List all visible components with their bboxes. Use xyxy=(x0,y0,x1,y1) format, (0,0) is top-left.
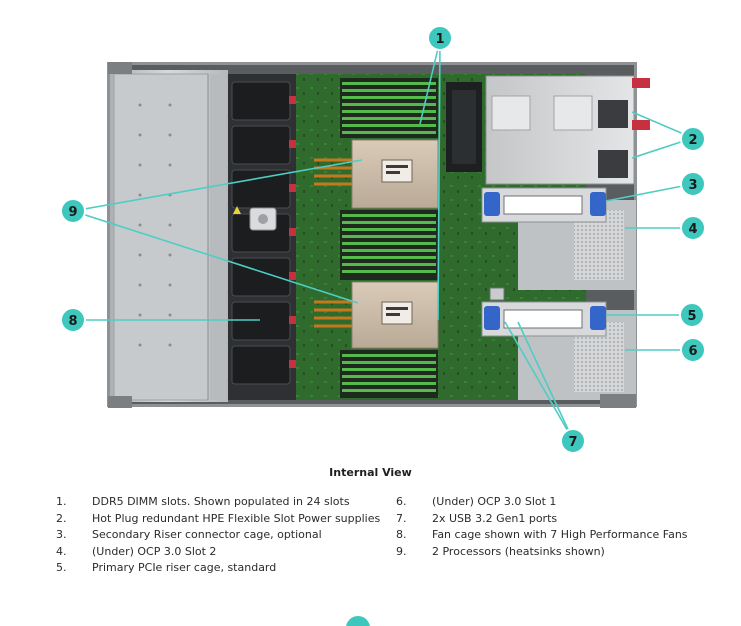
dimm-bank-lower xyxy=(340,350,438,398)
legend-text: (Under) OCP 3.0 Slot 2 xyxy=(92,544,217,558)
callout-9: 9 xyxy=(60,198,86,224)
legend-text: Primary PCIe riser cage, standard xyxy=(92,561,277,574)
callout-6-label: 6 xyxy=(688,344,697,359)
legend-item: 5. Primary PCIe riser cage, standard xyxy=(56,560,376,577)
legend-text: 2 Processors (heatsinks shown) xyxy=(432,544,605,558)
legend-number: 3. xyxy=(56,528,67,541)
front-drive-bay xyxy=(108,62,228,408)
legend-item: 6. (Under) OCP 3.0 Slot 1 xyxy=(396,494,716,511)
callout-7-label: 7 xyxy=(568,435,577,450)
legend-number: 6. xyxy=(396,495,407,508)
system-board-block xyxy=(446,82,482,172)
usb-port-block xyxy=(489,287,505,301)
legend-number: 9. xyxy=(396,544,407,558)
processor-heatsink-2 xyxy=(314,281,439,349)
legend-number: 5. xyxy=(56,561,67,574)
legend-item: 8. Fan cage shown with 7 High Performanc… xyxy=(396,527,716,544)
secondary-riser-cage xyxy=(481,187,607,223)
callout-5: 5 xyxy=(679,302,705,328)
callout-4-label: 4 xyxy=(688,222,697,237)
dimm-bank-upper xyxy=(340,78,438,138)
callout-leader-lines xyxy=(72,39,694,441)
callout-5-label: 5 xyxy=(687,309,696,324)
legend-text: Secondary Riser connector cage, optional xyxy=(92,528,322,541)
next-callout-marker-icon xyxy=(346,616,370,626)
legend-number: 1. xyxy=(56,495,67,508)
server-internal-view-illustration: 1 2 3 4 5 6 7 8 xyxy=(60,25,706,454)
rear-bracket xyxy=(600,394,636,408)
callout-3: 3 xyxy=(680,171,706,197)
dimm-bank-middle xyxy=(340,210,438,280)
legend-text: DDR5 DIMM slots. Shown populated in 24 s… xyxy=(92,495,350,508)
legend-column-left: 1. DDR5 DIMM slots. Shown populated in 2… xyxy=(56,494,380,577)
fan-cage xyxy=(228,74,296,400)
callout-9-label: 9 xyxy=(68,205,77,220)
legend-item: 1. DDR5 DIMM slots. Shown populated in 2… xyxy=(56,494,376,511)
legend-number: 7. xyxy=(396,511,407,525)
figure-caption: Internal View xyxy=(329,466,412,479)
legend-column-right: 6. (Under) OCP 3.0 Slot 1 7. 2x USB 3.2 … xyxy=(396,494,716,560)
primary-riser-cage xyxy=(481,301,607,337)
legend-text: 2x USB 3.2 Gen1 ports xyxy=(432,511,558,525)
callout-2: 2 xyxy=(680,126,706,152)
legend-item: 2. Hot Plug redundant HPE Flexible Slot … xyxy=(56,511,380,528)
legend-text: Fan cage shown with 7 High Performance F… xyxy=(432,528,688,541)
legend-number: 4. xyxy=(56,544,67,558)
legend-number: 8. xyxy=(396,528,407,541)
callout-8-label: 8 xyxy=(68,314,77,329)
legend-item: 4. (Under) OCP 3.0 Slot 2 xyxy=(56,544,376,561)
callout-8: 8 xyxy=(60,307,86,333)
callout-3-label: 3 xyxy=(688,178,697,193)
callout-4: 4 xyxy=(680,215,706,241)
callout-7: 7 xyxy=(560,428,586,454)
legend-item: 3. Secondary Riser connector cage, optio… xyxy=(56,527,376,544)
callout-1: 1 xyxy=(427,25,453,51)
callout-2-label: 2 xyxy=(688,133,697,148)
legend-text: (Under) OCP 3.0 Slot 1 xyxy=(432,495,557,508)
legend-text: Hot Plug redundant HPE Flexible Slot Pow… xyxy=(92,511,381,525)
callout-6: 6 xyxy=(680,337,706,363)
legend-number: 2. xyxy=(56,511,67,525)
legend-item: 9. 2 Processors (heatsinks shown) xyxy=(396,544,716,561)
callout-1-label: 1 xyxy=(435,32,444,47)
processor-heatsink-1 xyxy=(314,139,439,209)
power-supply-bay xyxy=(485,75,650,185)
legend-item: 7. 2x USB 3.2 Gen1 ports xyxy=(396,511,716,528)
